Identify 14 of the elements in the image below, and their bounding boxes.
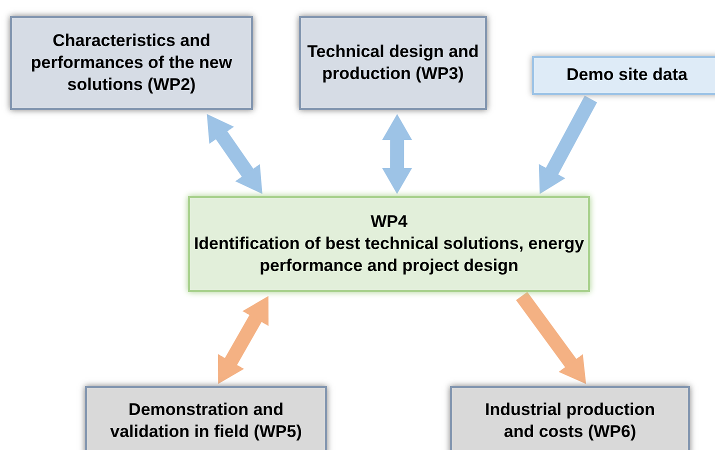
process-box <box>532 56 715 95</box>
box-text: Technical design and production (WP3) <box>306 40 480 85</box>
box-text: Demonstration and validation in field (WP5) <box>109 398 303 443</box>
process-box <box>450 386 690 450</box>
process-box <box>85 386 327 450</box>
process-box <box>188 196 590 292</box>
process-box <box>299 16 487 110</box>
double-block-arrow <box>382 114 412 194</box>
box-text: WP4 <box>370 210 408 233</box>
box-text: Characteristics and performances of the new solutions (WP2) <box>30 30 234 96</box>
box-text: Identification of best technical solutions, energy performance and project design <box>192 232 586 278</box>
box-text: Demo site data <box>566 64 688 86</box>
box-text: Industrial production and costs (WP6) <box>484 398 656 443</box>
process-box <box>10 16 253 110</box>
